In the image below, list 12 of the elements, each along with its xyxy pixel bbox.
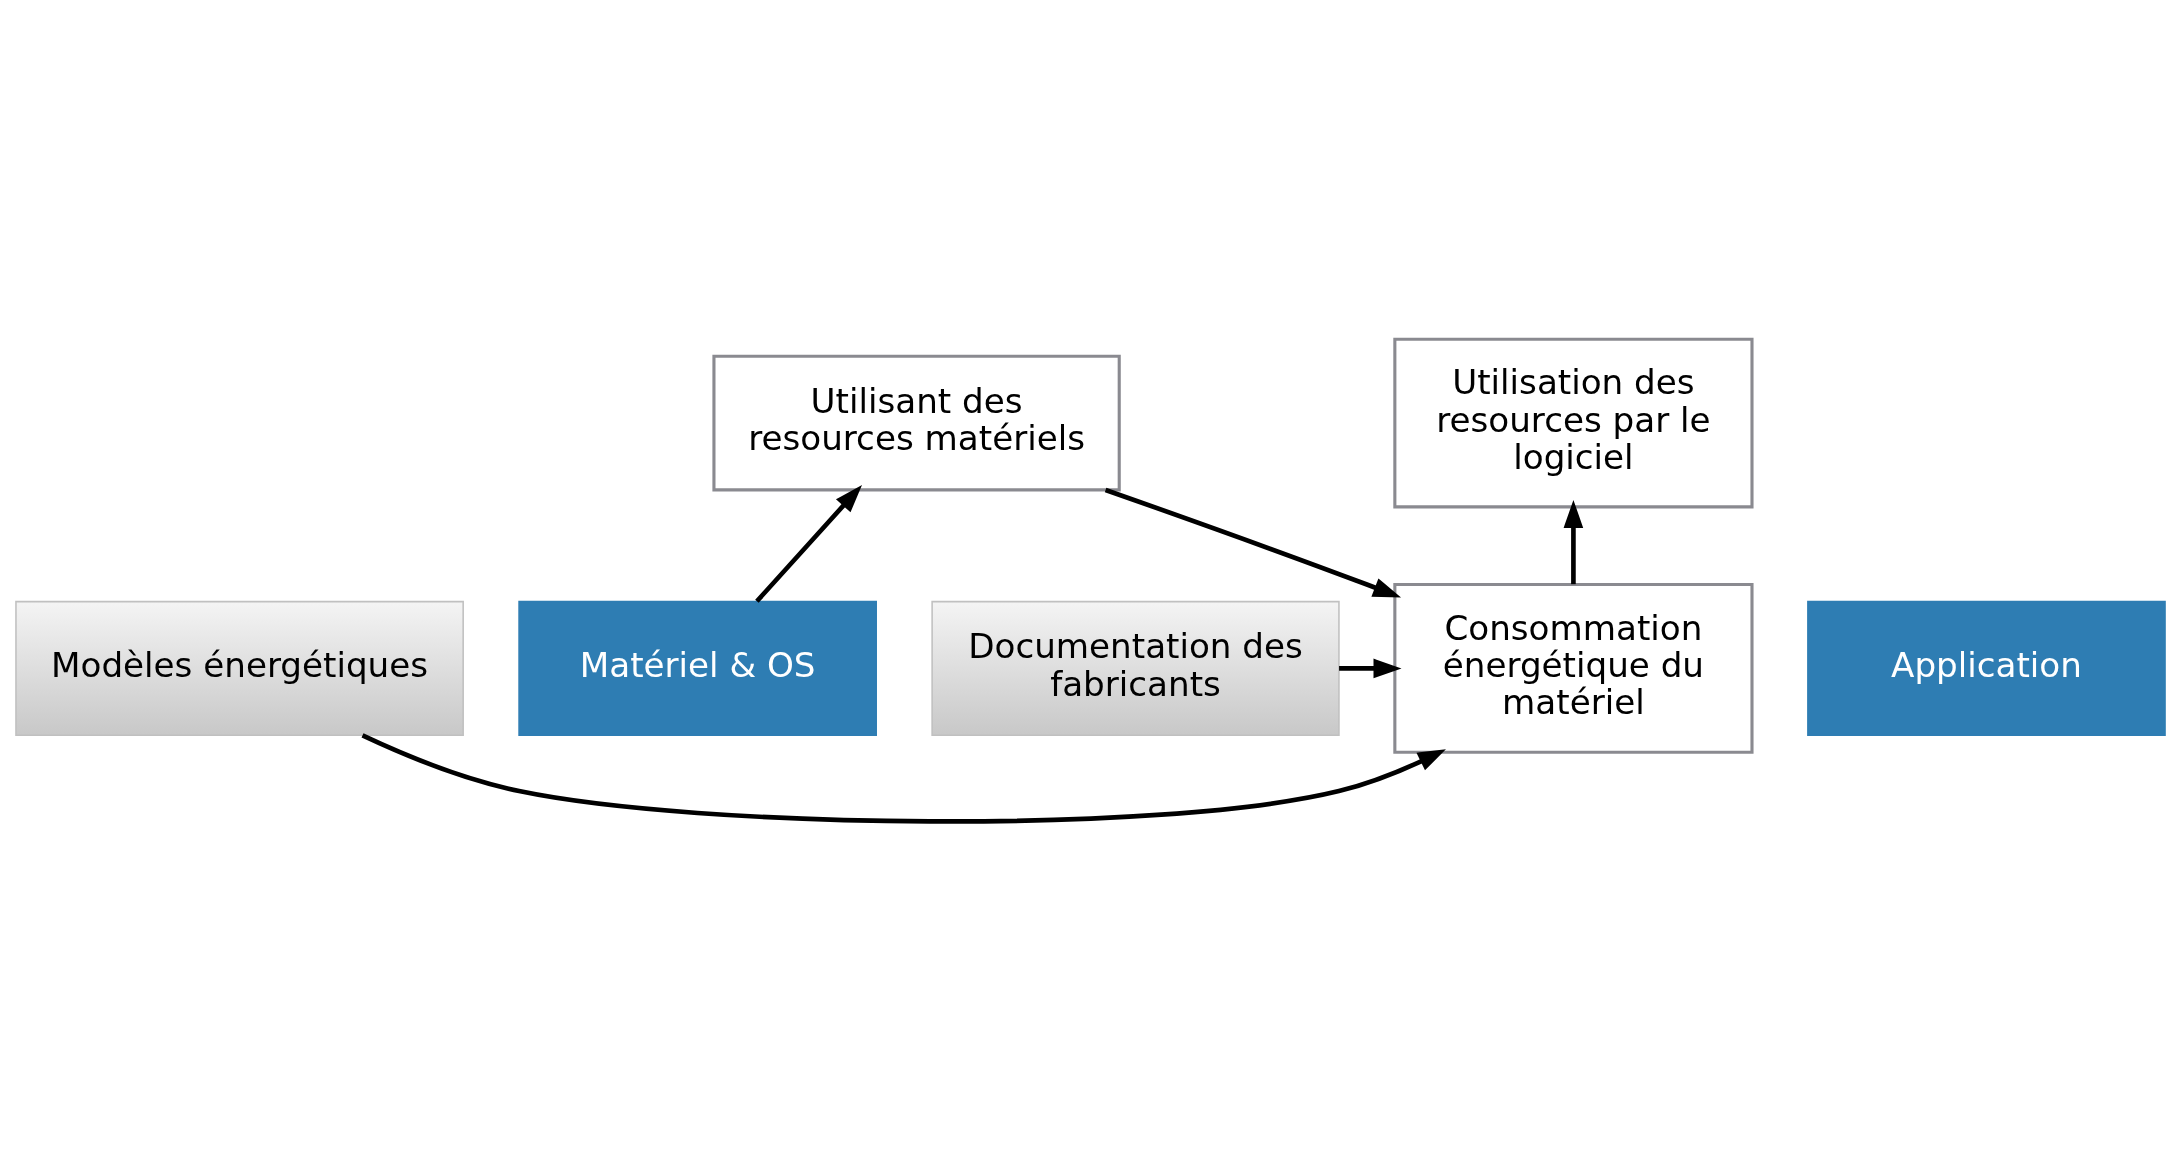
arrow <box>1339 658 1402 678</box>
node-box: Modèles énergétiques <box>15 600 464 736</box>
arrow <box>1104 487 1402 598</box>
node-box: Utilisant des resources matériels <box>712 354 1121 491</box>
arrow <box>755 484 863 603</box>
node-box: Matériel & OS <box>518 600 877 736</box>
node-box: Utilisation des resources par le logiciel <box>1393 337 1754 508</box>
arrow <box>361 732 1446 824</box>
node-box: Documentation des fabricants <box>931 600 1340 736</box>
node-box: Consommation énergétique du matériel <box>1393 582 1754 754</box>
arrow <box>1563 499 1584 584</box>
node-box: Application <box>1807 600 2166 736</box>
